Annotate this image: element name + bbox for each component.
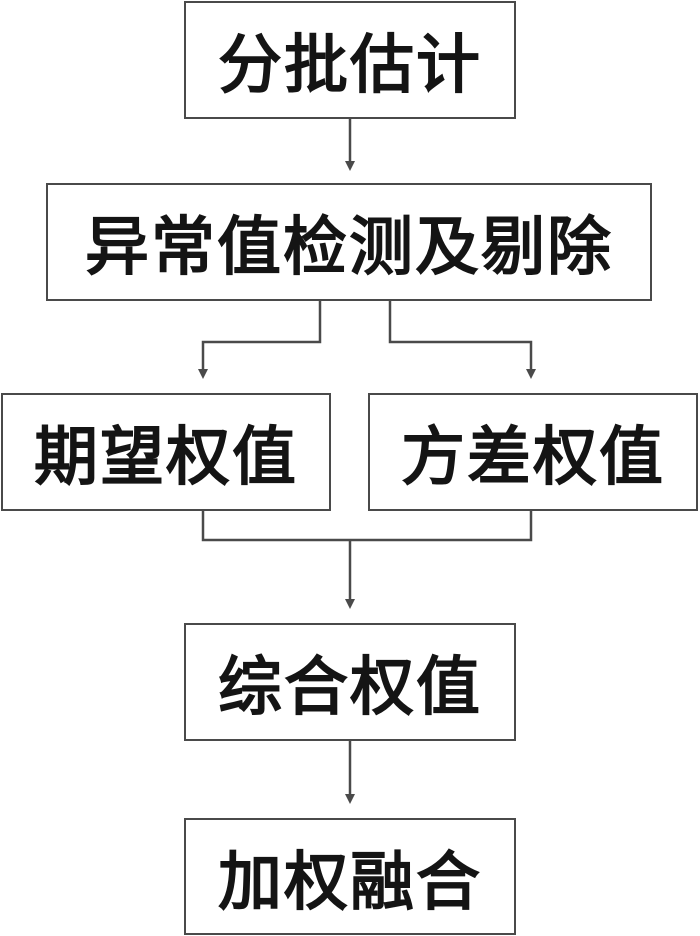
edge-outlier-to-variance bbox=[388, 301, 536, 379]
node-variance-weight: 方差权值 bbox=[368, 393, 698, 511]
edge-weights-merge bbox=[201, 511, 533, 542]
node-combined-weight: 综合权值 bbox=[184, 623, 516, 741]
node-batch-estimation: 分批估计 bbox=[184, 1, 516, 119]
node-weighted-fusion: 加权融合 bbox=[184, 818, 516, 935]
node-expectation-weight: 期望权值 bbox=[1, 393, 331, 511]
node-outlier-detection-removal: 异常值检测及剔除 bbox=[46, 183, 652, 301]
edge-outlier-to-expectation bbox=[198, 301, 322, 379]
